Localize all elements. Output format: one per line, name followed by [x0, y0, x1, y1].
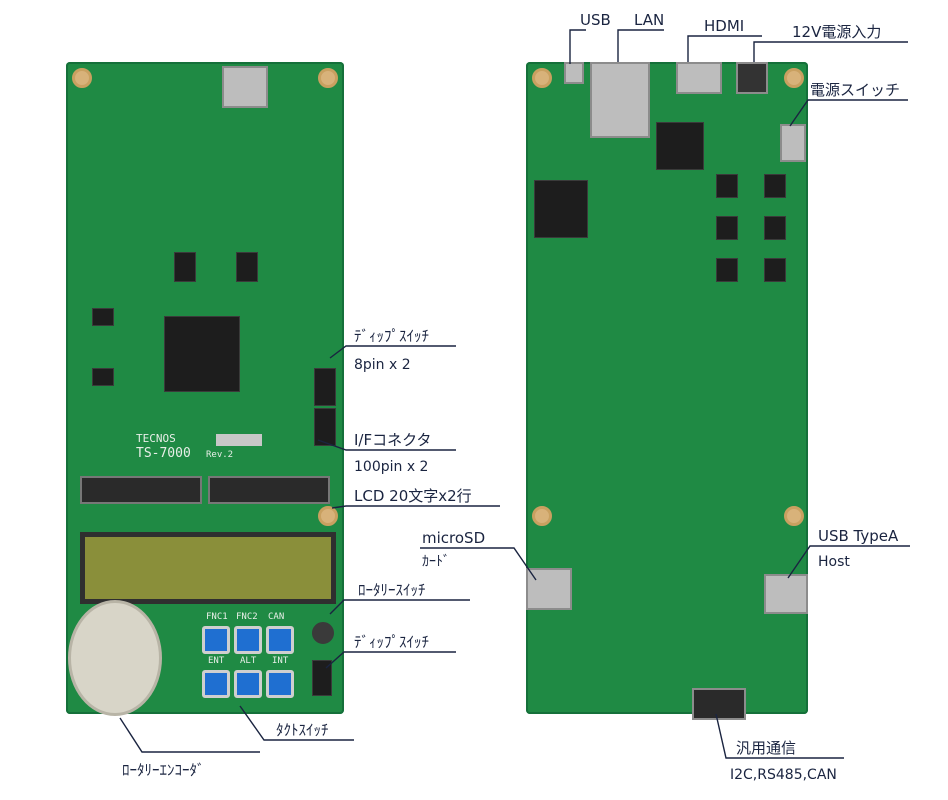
- memory-chip: [174, 252, 196, 282]
- right-board-back-photo: [526, 62, 808, 720]
- mounting-hole: [72, 68, 92, 88]
- inductor: [764, 174, 786, 198]
- label-rotary-encoder: ﾛｰﾀﾘｰｴﾝｺｰﾀﾞ: [122, 761, 205, 779]
- tact-switch-can: [266, 626, 294, 654]
- label-usb: USB: [580, 11, 611, 29]
- label-dip-switch-top: ﾃﾞｨｯﾌﾟｽｲｯﾁ: [354, 327, 430, 345]
- label-usb-typea-sub: Host: [818, 554, 850, 570]
- model-silkscreen: TS-7000: [136, 446, 191, 461]
- blank-label-sticker: [216, 434, 262, 446]
- dip-switch-8pin: [314, 368, 336, 406]
- main-processor-chip: [164, 316, 240, 392]
- power-switch: [780, 124, 806, 162]
- btn-silk-fnc1: FNC1: [206, 612, 228, 622]
- label-lcd: LCD 20文字x2行: [354, 487, 472, 505]
- mounting-hole: [784, 68, 804, 88]
- label-power-input: 12V電源入力: [792, 23, 882, 41]
- inductor: [764, 216, 786, 240]
- label-microsd: microSD: [422, 529, 486, 547]
- label-general-comm: 汎用通信: [736, 739, 797, 757]
- lcd-display: [80, 532, 336, 604]
- label-power-switch: 電源スイッチ: [810, 81, 901, 99]
- tact-switch-ent: [202, 670, 230, 698]
- btn-silk-alt: ALT: [240, 656, 257, 666]
- label-hdmi: HDMI: [704, 17, 745, 35]
- rotary-encoder-knob: [68, 600, 162, 716]
- inductor: [716, 216, 738, 240]
- rev-silkscreen: Rev.2: [206, 450, 234, 460]
- label-tact-switch: ﾀｸﾄｽｲｯﾁ: [276, 721, 329, 739]
- general-comm-connector: [692, 688, 746, 720]
- tact-switch-alt: [234, 670, 262, 698]
- hdmi-chip: [656, 122, 704, 170]
- rotary-switch: [312, 622, 334, 644]
- tact-switch-fnc1: [202, 626, 230, 654]
- mounting-hole: [318, 506, 338, 526]
- mounting-hole: [532, 68, 552, 88]
- btn-silk-can: CAN: [268, 612, 285, 622]
- tact-switch-fnc2: [234, 626, 262, 654]
- btn-silk-ent: ENT: [208, 656, 225, 666]
- inductor: [764, 258, 786, 282]
- label-if-connector: I/Fコネクタ: [354, 431, 432, 449]
- inductor: [716, 258, 738, 282]
- inductor: [716, 174, 738, 198]
- memory-chip: [236, 252, 258, 282]
- hdmi-connector-front: [222, 66, 268, 108]
- if-connector-100pin: [80, 476, 202, 504]
- power-jack: [736, 62, 768, 94]
- memory-chip: [92, 308, 114, 326]
- tact-switch-int: [266, 670, 294, 698]
- microsd-slot: [526, 568, 572, 610]
- label-usb-typea: USB TypeA: [818, 527, 899, 545]
- usb-typea-port: [764, 574, 808, 614]
- lan-port: [590, 62, 650, 138]
- usb-port: [564, 62, 584, 84]
- mounting-hole: [318, 68, 338, 88]
- mounting-hole: [532, 506, 552, 526]
- dip-switch-8pin: [314, 408, 336, 446]
- if-connector-100pin: [208, 476, 330, 504]
- label-microsd-sub: ｶｰﾄﾞ: [422, 554, 450, 570]
- label-if-connector-sub: 100pin x 2: [354, 459, 429, 475]
- label-rotary-switch: ﾛｰﾀﾘｰｽｲｯﾁ: [358, 581, 426, 599]
- mounting-hole: [784, 506, 804, 526]
- processor-chip: [534, 180, 588, 238]
- label-dip-switch-bottom: ﾃﾞｨｯﾌﾟｽｲｯﾁ: [354, 633, 430, 651]
- dip-switch-small: [312, 660, 332, 696]
- hdmi-port: [676, 62, 722, 94]
- label-lan: LAN: [634, 11, 665, 29]
- brand-silkscreen: TECNOS: [136, 432, 176, 445]
- label-dip-switch-top-sub: 8pin x 2: [354, 357, 411, 373]
- btn-silk-fnc2: FNC2: [236, 612, 258, 622]
- btn-silk-int: INT: [272, 656, 289, 666]
- memory-chip: [92, 368, 114, 386]
- label-general-comm-sub: I2C,RS485,CAN: [730, 767, 837, 783]
